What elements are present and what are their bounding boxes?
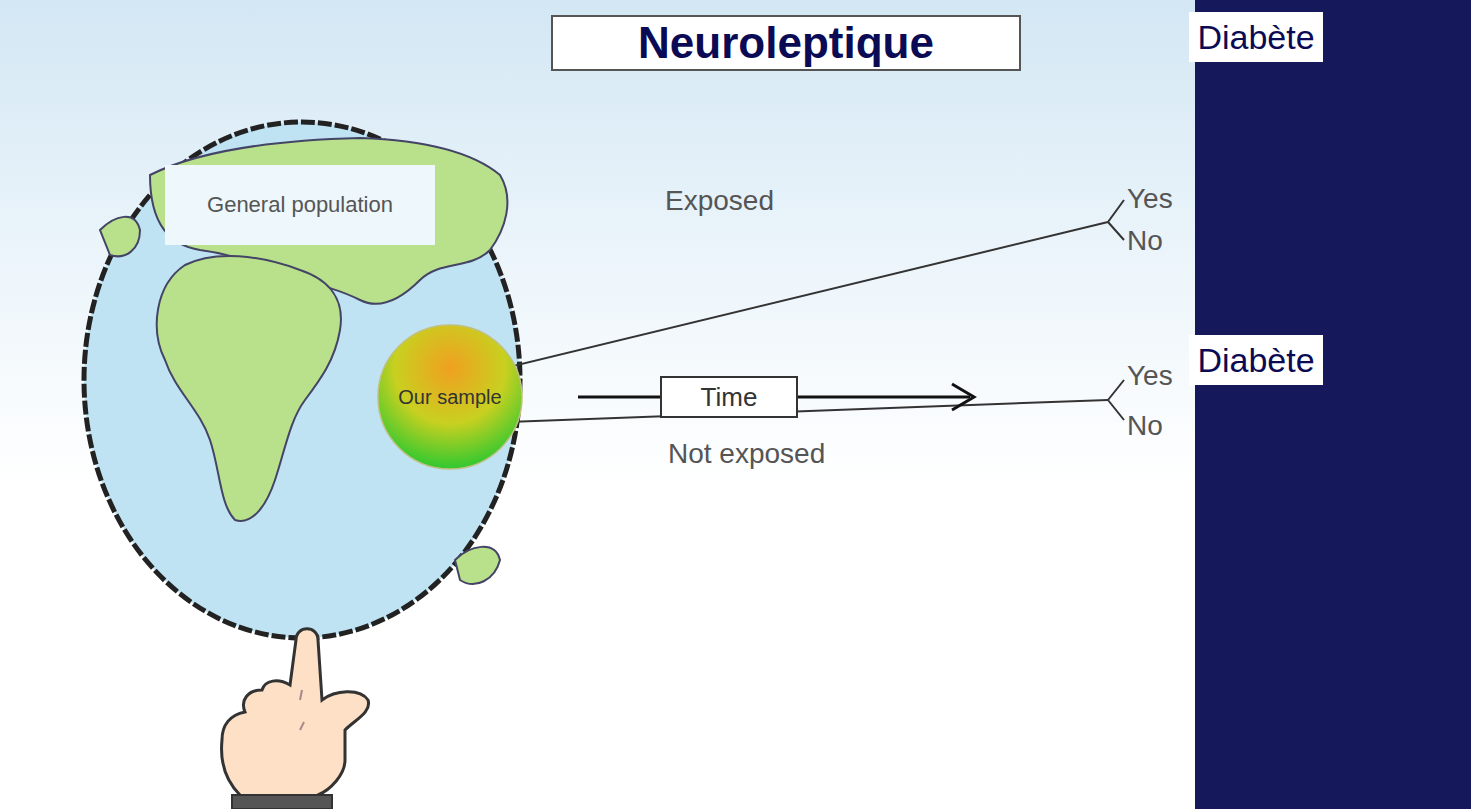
node-text: Diabète <box>1197 18 1314 57</box>
group-label: Exposed <box>665 185 774 217</box>
outcome-box: Diabète <box>1189 12 1322 62</box>
sample-circle: Our sample <box>375 322 525 472</box>
outcome-label: No <box>1127 225 1163 257</box>
time-box: Time <box>660 376 798 418</box>
title-box: Neuroleptique <box>551 15 1021 71</box>
node-text: Our sample <box>398 386 501 409</box>
outcome-box: Diabète <box>1189 335 1322 385</box>
node-text: Neuroleptique <box>638 18 934 68</box>
outcome-label: No <box>1127 410 1163 442</box>
node-text: Time <box>701 382 758 413</box>
population-label-box: General population <box>165 165 435 245</box>
node-text: General population <box>207 192 393 218</box>
node-text: Diabète <box>1197 341 1314 380</box>
outcome-label: Yes <box>1127 183 1173 215</box>
outcome-label: Yes <box>1127 360 1173 392</box>
group-label: Not exposed <box>668 438 825 470</box>
